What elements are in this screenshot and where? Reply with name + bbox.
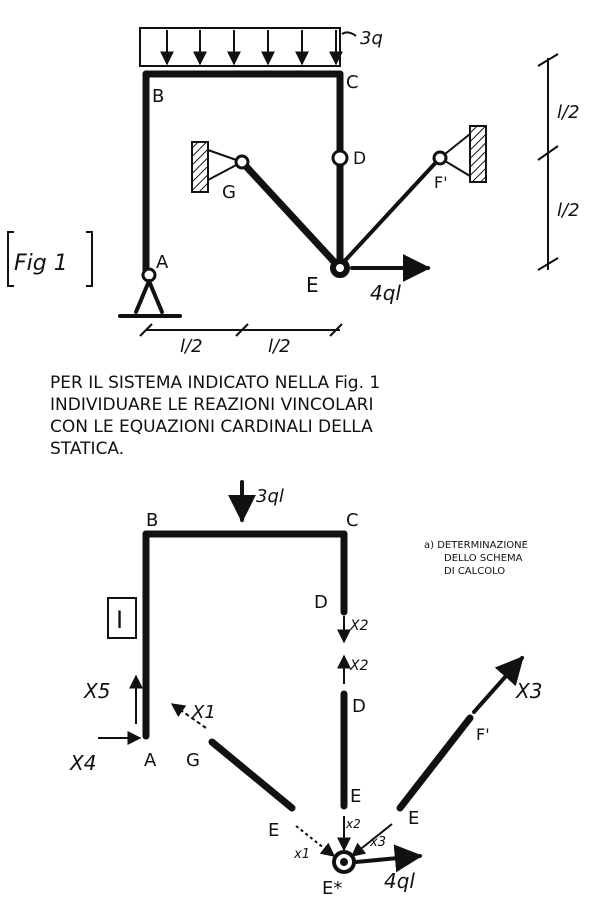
note-line-1: a) DETERMINAZIONE <box>424 540 528 551</box>
frame-abce <box>142 70 344 276</box>
figure-label-box <box>7 231 93 287</box>
vertical-dimension: l/2 l/2 <box>537 53 580 271</box>
fb-node-c: C <box>346 510 359 531</box>
figure-label: Fig 1 <box>14 251 68 276</box>
prompt-line-2: INDIVIDUARE LE REAZIONI VINCOLARI <box>50 395 374 415</box>
part-label-box <box>107 597 137 639</box>
force-x1-label: X1 <box>191 702 216 723</box>
free-body-frame <box>142 530 348 740</box>
wall-support-g <box>191 141 250 193</box>
fb-node-f: F' <box>476 725 490 744</box>
figure-1: 3q <box>7 27 580 357</box>
dim-l2-right: l/2 <box>268 336 291 357</box>
prompt-line-4: STATICA. <box>50 439 124 459</box>
fb-node-e-lower: E <box>268 820 279 841</box>
side-force-label: 4ql <box>384 869 415 893</box>
pin-support-a <box>118 267 182 318</box>
load-q-label: 3q <box>360 28 383 49</box>
bar-fe-fb <box>396 714 474 812</box>
force-x3-label: X3 <box>515 679 542 703</box>
bar-ge-fb <box>208 738 296 812</box>
note-line-2: DELLO SCHEMA <box>444 553 523 564</box>
force-x4-label: X4 <box>69 751 96 775</box>
node-label-b: B <box>152 86 164 107</box>
horizontal-dimension: l/2 l/2 <box>139 323 343 357</box>
dim-l2-upper: l/2 <box>557 102 580 123</box>
dim-l2-left: l/2 <box>180 336 203 357</box>
force-x2-down-label: X2 <box>349 618 369 634</box>
force-x3-arrow <box>472 655 524 714</box>
prompt-line-3: CON LE EQUAZIONI CARDINALI DELLA <box>50 417 373 437</box>
force-x1-small-label: x1 <box>293 847 310 862</box>
fb-node-e-star: E* <box>322 878 342 899</box>
fb-node-g: G <box>186 750 200 771</box>
node-label-a: A <box>156 252 169 273</box>
fb-node-b: B <box>146 510 158 531</box>
fb-node-e-mid: E <box>350 786 361 807</box>
part-label: I <box>116 606 123 634</box>
force-x3-small-label: x3 <box>369 835 386 850</box>
prompt-line-1: PER IL SISTEMA INDICATO NELLA Fig. 1 <box>50 373 380 393</box>
force-x2-small-label: x2 <box>345 817 361 831</box>
force-x5-label: X5 <box>83 679 110 703</box>
distributed-load <box>139 27 357 67</box>
fb-node-e-right: E <box>408 808 419 829</box>
figure-2: 3ql B C D A I a) DETERMINAZIONE DELLO SC… <box>69 480 542 899</box>
applied-load-label: 3ql <box>256 486 284 507</box>
hinge-d <box>331 149 349 167</box>
fb-node-d-top: D <box>314 592 328 613</box>
wall-support-f <box>432 125 487 183</box>
force-x2-up-label: X2 <box>349 658 369 674</box>
node-label-d: D <box>353 149 366 169</box>
node-label-g: G <box>222 182 236 203</box>
note-line-3: DI CALCOLO <box>444 566 505 577</box>
bar-fe <box>338 156 442 268</box>
problem-statement: PER IL SISTEMA INDICATO NELLA Fig. 1 IND… <box>50 373 380 459</box>
side-force-arrow <box>354 844 423 873</box>
fb-node-d-bottom: D <box>352 696 366 717</box>
node-label-e: E <box>306 273 319 297</box>
node-label-f: F' <box>434 173 448 192</box>
fb-node-a: A <box>144 750 157 771</box>
dim-l2-lower: l/2 <box>557 200 580 221</box>
load-force-label: 4ql <box>370 281 401 305</box>
node-label-c: C <box>346 72 359 93</box>
bar-ge <box>238 158 342 270</box>
